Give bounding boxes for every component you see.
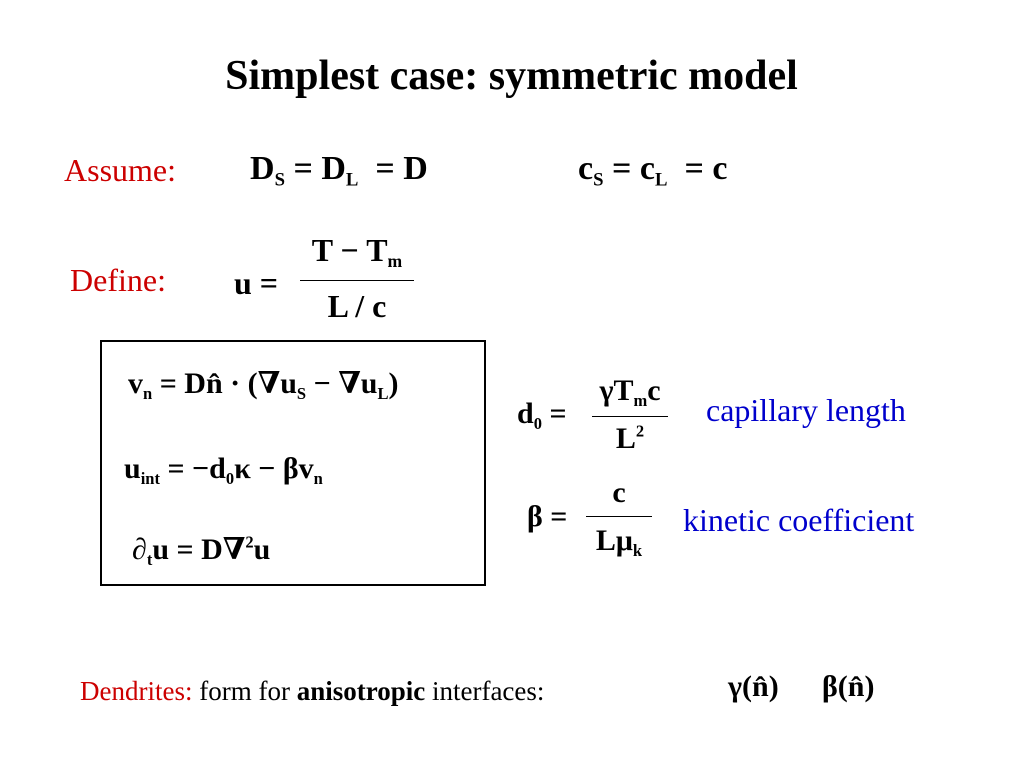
- u-definition-fraction: T − Tm L / c: [300, 232, 414, 328]
- kinetic-coefficient-caption: kinetic coefficient: [683, 502, 915, 538]
- u-definition-denominator: L / c: [327, 288, 387, 324]
- surface-tension-function: γ(n̂): [728, 670, 779, 703]
- kinetic-coefficient-denominator: Lμk: [595, 524, 643, 560]
- normal-velocity-equation: vn = Dn̂ · (∇uS − ∇uL): [128, 367, 399, 403]
- interface-condition-equation: uint = −d0κ − βvn: [124, 452, 323, 488]
- kinetic-function: β(n̂): [822, 670, 875, 703]
- dendrites-label: Dendrites:: [80, 676, 193, 706]
- fraction-bar: [586, 516, 652, 517]
- fraction-bar: [300, 280, 414, 281]
- u-definition-lhs: u =: [234, 265, 279, 301]
- heat-capacity-equation: cS = cL = c: [578, 150, 728, 191]
- dendrites-statement: Dendrites: form for anisotropic interfac…: [80, 676, 545, 706]
- governing-equations-box: [100, 340, 486, 586]
- diffusivity-equation: DS = DL = D: [250, 150, 428, 191]
- capillary-length-lhs: d0 =: [517, 397, 567, 433]
- kinetic-coefficient-lhs: β =: [527, 500, 568, 533]
- define-label: Define:: [70, 262, 166, 298]
- kinetic-coefficient-fraction: c Lμk: [586, 476, 652, 568]
- assume-label: Assume:: [64, 152, 176, 188]
- anisotropic-emphasis: anisotropic: [296, 676, 426, 706]
- u-definition-numerator: T − Tm: [311, 232, 403, 272]
- diffusion-equation: ∂tu = D∇2u: [132, 532, 271, 569]
- slide-title: Simplest case: symmetric model: [225, 53, 798, 99]
- capillary-length-fraction: γTmc L2: [592, 374, 668, 462]
- capillary-length-numerator: γTmc: [599, 374, 661, 410]
- capillary-length-caption: capillary length: [706, 392, 906, 428]
- capillary-length-denominator: L2: [615, 421, 645, 455]
- kinetic-coefficient-numerator: c: [612, 476, 626, 509]
- fraction-bar: [592, 416, 668, 417]
